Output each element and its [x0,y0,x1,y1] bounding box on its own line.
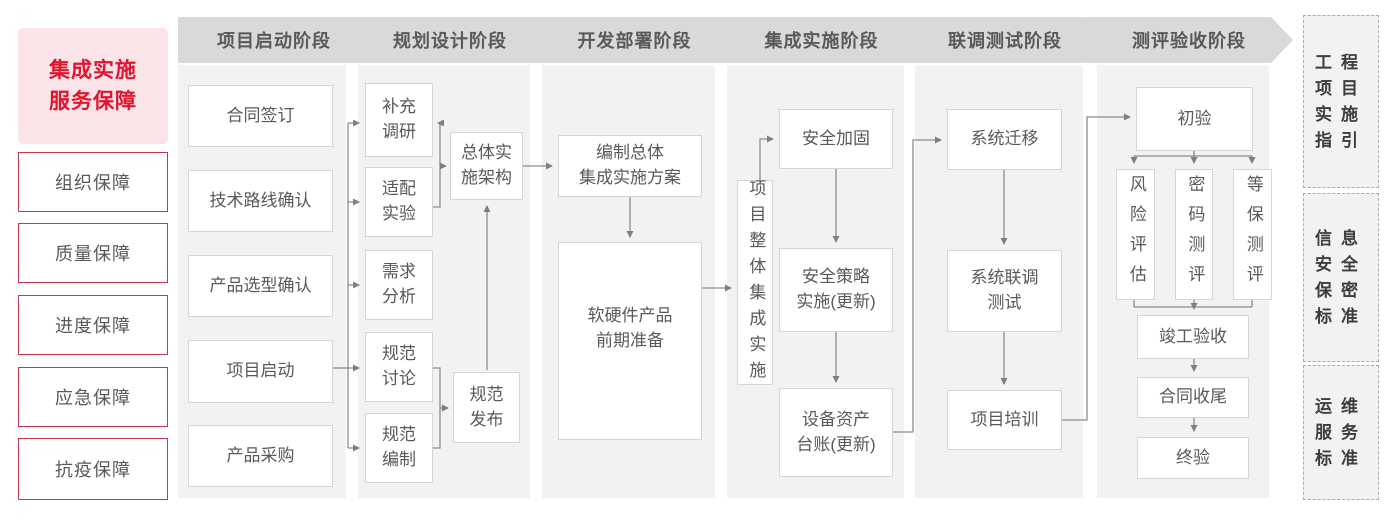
panel-title-line2: 服务保障 [49,90,137,113]
flow-node-final-acceptance: 终验 [1137,437,1249,479]
guarantee-item-label: 组织保障 [55,173,131,193]
guarantee-item-epidemic: 抗疫保障 [18,438,168,500]
flow-node-project-training: 项目培训 [947,390,1062,450]
flow-node-system-migration: 系统迁移 [947,109,1062,170]
guarantee-item-label: 进度保障 [55,316,131,336]
flow-node-project-kickoff: 项目启动 [188,340,333,403]
panel-title-integration-service-guarantee: 集成实施 服务保障 [18,28,168,144]
panel-title-line1: 集成实施 [49,59,137,82]
phase-header-label: 测评验收阶段 [1132,31,1246,51]
flow-node-risk-assessment: 风险评估 [1116,169,1155,300]
standard-box-engineering-guide: 工程项目实施指引 [1303,15,1379,188]
guarantee-item-label: 质量保障 [55,244,131,264]
phase-header-label: 集成实施阶段 [764,31,879,51]
phase-header-eval-acceptance: 测评验收阶段 [1085,17,1293,63]
phase-header-joint-test: 联调测试阶段 [903,17,1107,63]
standard-box-ops-service: 运维服务标准 [1303,365,1379,500]
phase-header-label: 开发部署阶段 [577,31,692,51]
flow-node-security-policy-impl: 安全策略 实施(更新) [779,248,893,332]
standard-label: 运维服务标准 [1315,396,1367,468]
flow-node-completion-acceptance: 竣工验收 [1137,315,1249,359]
phase-header-planning-design: 规划设计阶段 [346,17,554,63]
guarantee-item-emergency: 应急保障 [18,367,168,427]
guarantee-item-quality: 质量保障 [18,223,168,283]
flow-node-spec-release: 规范 发布 [453,372,520,443]
phase-header-label: 联调测试阶段 [948,31,1062,51]
flow-node-security-hardening: 安全加固 [779,109,893,169]
standard-label: 信息安全保密标准 [1315,228,1367,326]
phase-header-project-kickoff: 项目启动阶段 [178,17,370,63]
flow-node-hw-sw-preparation: 软硬件产品 前期准备 [558,242,702,440]
flow-node-crypto-evaluation: 密码测评 [1175,169,1213,300]
phase-header-dev-deploy: 开发部署阶段 [530,17,739,63]
flow-node-tech-route-confirm: 技术路线确认 [188,170,333,232]
flow-node-overall-integration-impl: 项目整体集成实施 [737,179,773,387]
flow-node-spec-discussion: 规范 讨论 [365,332,433,402]
guarantee-item-label: 抗疫保障 [55,460,131,480]
flow-node-overall-impl-architecture: 总体实 施架构 [450,132,523,200]
flow-node-system-joint-test: 系统联调 测试 [947,250,1062,332]
flow-node-supplementary-research: 补充 调研 [365,83,433,157]
flow-node-product-selection: 产品选型确认 [188,255,333,317]
phase-header-integration-impl: 集成实施阶段 [715,17,928,63]
flow-node-requirement-analysis: 需求 分析 [365,250,433,320]
phase-header-label: 项目启动阶段 [217,31,331,51]
flow-node-product-purchase: 产品采购 [188,425,333,487]
guarantee-item-label: 应急保障 [55,388,131,408]
standard-box-security-confidentiality: 信息安全保密标准 [1303,193,1379,362]
flow-node-spec-drafting: 规范 编制 [365,413,433,483]
flow-node-mlps-evaluation: 等保测评 [1233,169,1272,300]
flow-node-asset-ledger-update: 设备资产 台账(更新) [779,388,893,477]
flow-node-adaptation-experiment: 适配 实验 [365,167,433,237]
flow-node-contract-closure: 合同收尾 [1137,377,1249,418]
guarantee-item-schedule: 进度保障 [18,295,168,355]
flow-node-overall-integration-plan: 编制总体 集成实施方案 [558,135,702,197]
flow-node-contract-signing: 合同签订 [188,85,333,147]
phase-header-label: 规划设计阶段 [393,31,507,51]
flow-node-initial-acceptance: 初验 [1136,87,1253,151]
guarantee-item-organization: 组织保障 [18,152,168,212]
standard-label: 工程项目实施指引 [1315,52,1367,150]
